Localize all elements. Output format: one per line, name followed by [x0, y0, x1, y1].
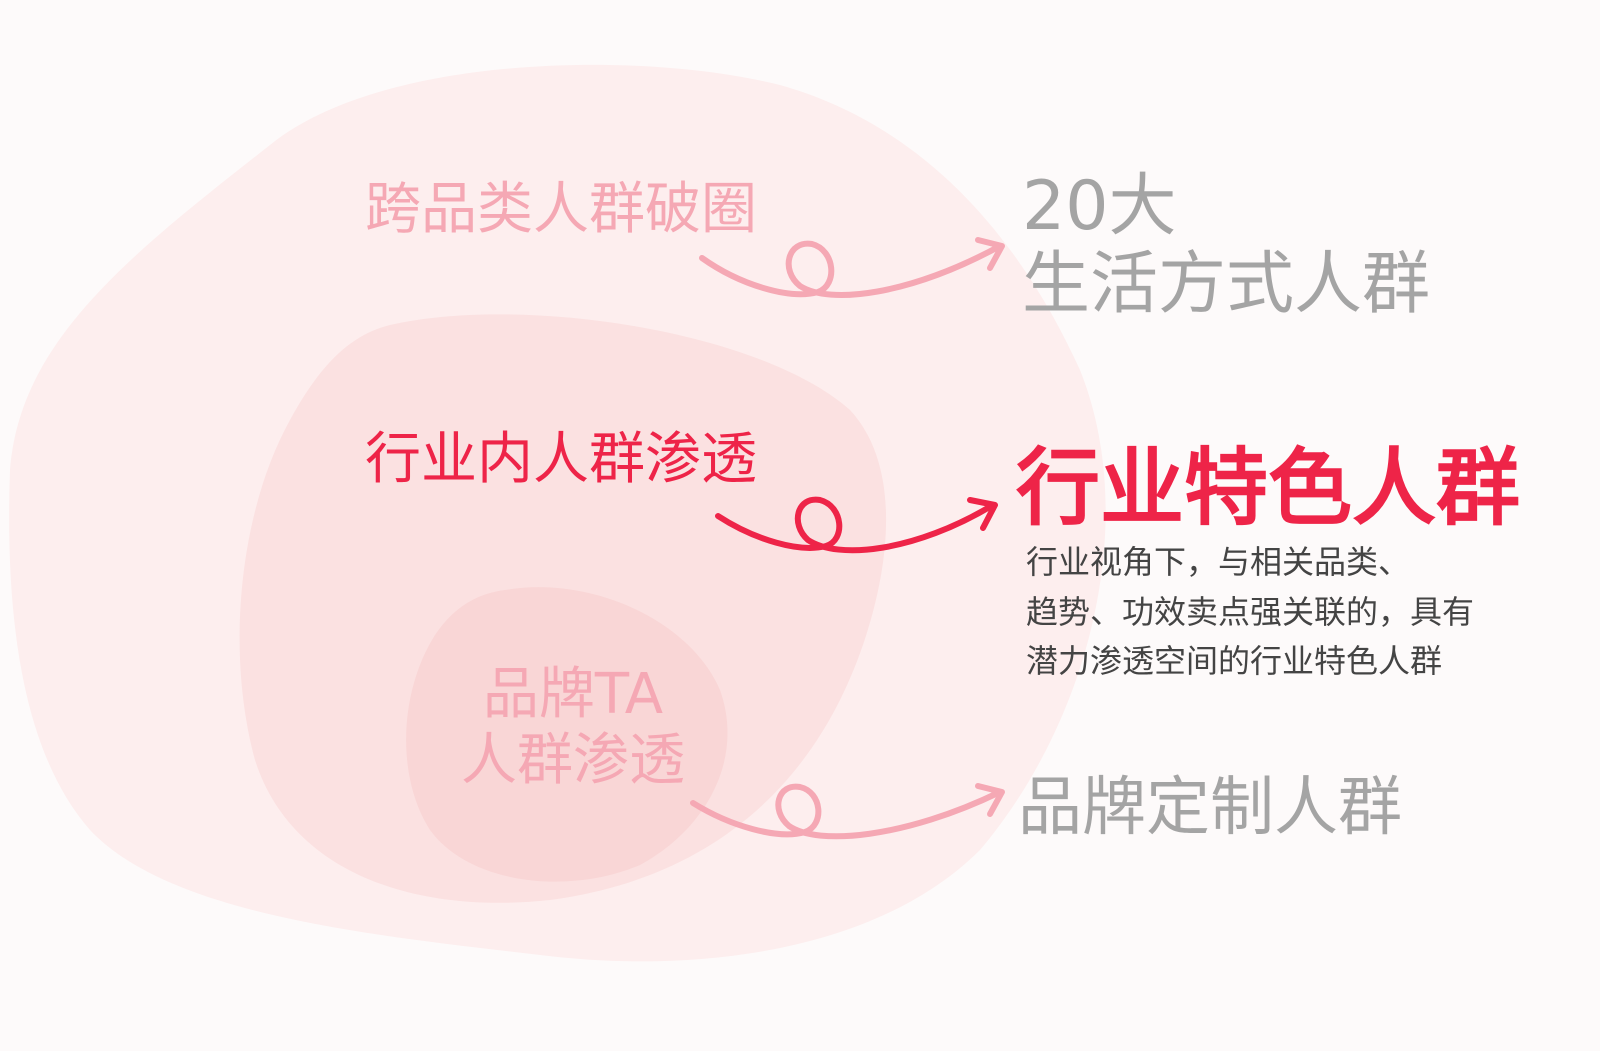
lifestyle-result-line-2: 生活方式人群	[1022, 245, 1431, 325]
outer-layer-label: 跨品类人群破圈	[365, 177, 757, 242]
lifestyle-result-line-1: 20大	[1022, 167, 1177, 246]
industry-audience-description: 行业视角下，与相关品类、 趋势、功效卖点强关联的，具有 潜力渗透空间的行业特色人…	[1026, 538, 1474, 687]
arrow-middle-head	[967, 497, 998, 531]
curly-arrow-bottom	[690, 783, 1005, 840]
curly-arrow-top	[699, 237, 1005, 298]
description-line-3: 潜力渗透空间的行业特色人群	[1026, 642, 1443, 681]
arrow-middle-curve	[715, 496, 996, 554]
brand-custom-audience-result: 品牌定制人群	[1018, 771, 1402, 845]
middle-layer-label: 行业内人群渗透	[365, 427, 757, 492]
lifestyle-audience-result: 20大 生活方式人群	[1022, 167, 1431, 325]
arrow-top-head	[975, 237, 1005, 271]
inner-label-line-2: 人群渗透	[461, 728, 685, 794]
inner-layer-label: 品牌TA 人群渗透	[448, 662, 698, 794]
arrow-bottom-head	[975, 783, 1005, 817]
arrow-bottom-curve	[690, 783, 1003, 840]
industry-audience-title: 行业特色人群	[1016, 439, 1521, 537]
inner-blob	[406, 587, 728, 882]
curly-arrow-middle	[715, 496, 998, 554]
inner-label-line-1: 品牌TA	[482, 662, 664, 727]
description-line-1: 行业视角下，与相关品类、	[1026, 543, 1411, 581]
description-line-2: 趋势、功效卖点强关联的，具有	[1026, 592, 1475, 631]
arrow-top-curve	[699, 240, 1003, 298]
